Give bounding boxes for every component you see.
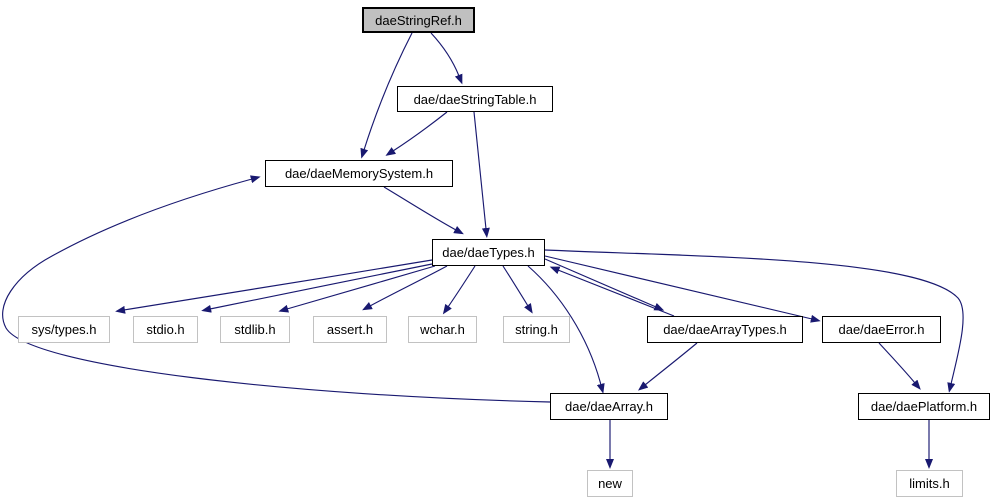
edge-daetypes-to-stdio — [201, 263, 433, 313]
node-sys-types: sys/types.h — [18, 316, 110, 343]
node-daeerror[interactable]: dae/daeError.h — [822, 316, 941, 343]
edge-daearray-to-daememorysystem — [2, 175, 551, 403]
node-daeplatform[interactable]: dae/daePlatform.h — [858, 393, 990, 420]
node-new: new — [587, 470, 633, 497]
edge-daearraytypes-to-daearray — [638, 342, 698, 391]
node-daestringref: daeStringRef.h — [362, 7, 475, 33]
edge-daememorysystem-to-daetypes — [383, 186, 464, 235]
node-stdlib: stdlib.h — [220, 316, 290, 343]
edge-daestringref-to-daememorysystem — [360, 32, 413, 159]
edge-daestringref-to-daestringtable — [430, 32, 463, 85]
node-limits: limits.h — [896, 470, 963, 497]
node-daestringtable[interactable]: dae/daeStringTable.h — [397, 86, 553, 112]
node-assert: assert.h — [313, 316, 387, 343]
edge-daeerror-to-daeplatform — [878, 342, 921, 390]
edge-daetypes-to-daeerror — [544, 255, 821, 323]
edge-daearraytypes-to-daetypes — [549, 266, 675, 317]
node-daememorysystem[interactable]: dae/daeMemorySystem.h — [265, 160, 453, 187]
node-stdio: stdio.h — [133, 316, 198, 343]
node-daearraytypes[interactable]: dae/daeArrayTypes.h — [647, 316, 803, 343]
node-string: string.h — [503, 316, 570, 343]
node-daearray[interactable]: dae/daeArray.h — [550, 393, 668, 420]
edge-daestringtable-to-daememorysystem — [385, 111, 448, 156]
edge-daetypes-to-stdlib — [278, 265, 436, 313]
edge-daetypes-to-wchar — [442, 265, 476, 315]
node-wchar: wchar.h — [408, 316, 477, 343]
edge-daetypes-to-systypes — [115, 259, 433, 314]
edge-daetypes-to-daeplatform — [544, 249, 964, 393]
edge-daetypes-to-assert — [362, 265, 448, 311]
node-daetypes[interactable]: dae/daeTypes.h — [432, 239, 545, 266]
edge-daestringtable-to-daetypes — [473, 111, 490, 238]
edge-daetypes-to-daearray — [527, 265, 605, 394]
edge-daetypes-to-string — [502, 265, 533, 314]
edge-daetypes-to-daearraytypes — [544, 258, 665, 311]
